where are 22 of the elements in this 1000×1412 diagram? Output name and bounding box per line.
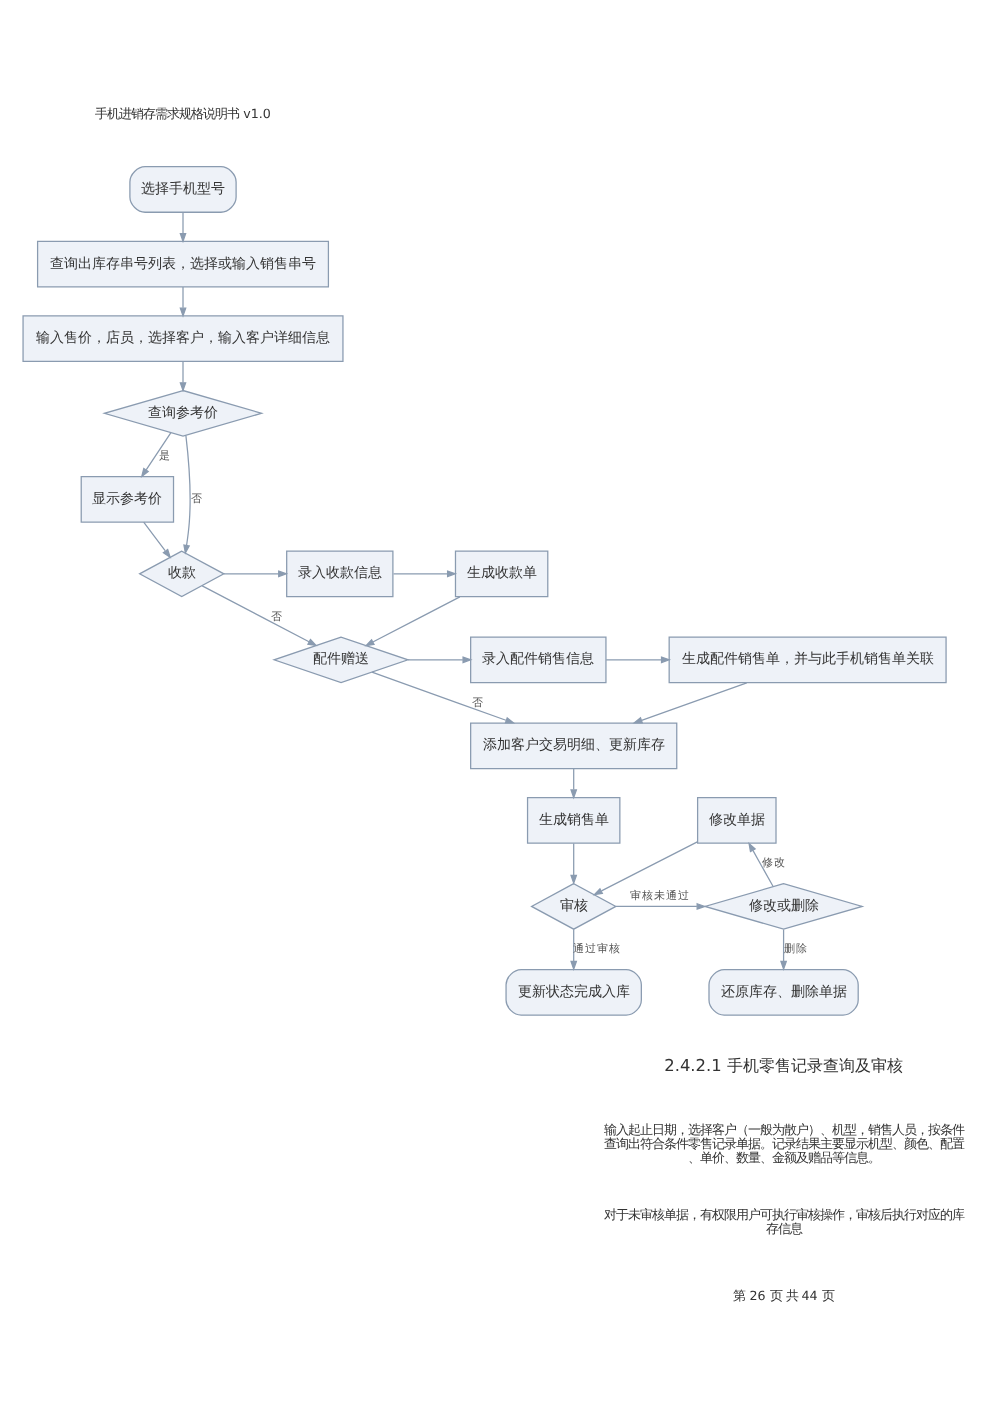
- arrow: [139, 432, 171, 478]
- arrow: [614, 902, 706, 910]
- arrow: [363, 596, 460, 647]
- label: 2.4.2.1 手机零售记录查询及审核: [663, 1055, 902, 1076]
- arrow: [779, 928, 787, 971]
- arrow: [391, 570, 457, 578]
- arrow: [604, 656, 670, 664]
- arrow: [406, 656, 472, 664]
- arrow: [142, 521, 171, 559]
- arrow: [200, 585, 317, 647]
- arrow: [370, 671, 515, 724]
- arrow: [569, 843, 577, 885]
- arrow: [222, 570, 288, 578]
- arrow: [631, 682, 747, 724]
- arrow: [182, 434, 190, 555]
- arrow: [178, 211, 186, 244]
- arrow: [178, 360, 186, 393]
- arrow: [178, 286, 186, 318]
- arrow: [569, 768, 577, 800]
- arrow: [747, 841, 773, 888]
- arrow: [569, 928, 577, 971]
- arrow: [591, 841, 697, 896]
